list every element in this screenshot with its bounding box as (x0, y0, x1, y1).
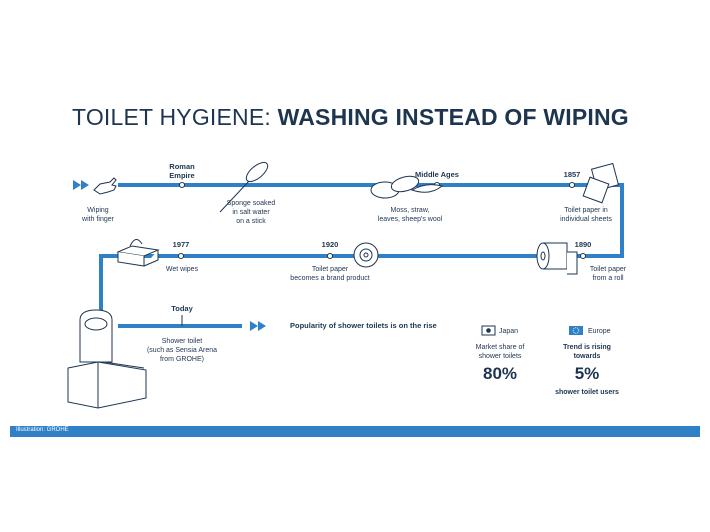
year-middle: Middle Ages (415, 170, 459, 179)
label-roman: Sponge soaked in salt water on a stick (226, 200, 276, 225)
title-light: TOILET HYGIENE: (72, 104, 271, 130)
popularity-text: Popularity of shower toilets is on the r… (290, 321, 437, 330)
shower-toilet-icon (67, 309, 147, 409)
title-bold: WASHING INSTEAD OF WIPING (277, 104, 629, 130)
milestone-dot-1920 (327, 253, 333, 259)
paper-sheets-icon (582, 162, 620, 204)
brand-roll-icon (353, 242, 379, 268)
milestone-dot-1890 (580, 253, 586, 259)
label-middle: Moss, straw, leaves, sheep's wool (377, 207, 443, 223)
sponge-stick-icon (219, 161, 269, 213)
milestone-dot-1857 (569, 182, 575, 188)
hand-icon (93, 177, 117, 195)
europe-region: Europe (588, 328, 611, 335)
start-arrows-icon (73, 180, 89, 190)
footer-bar: Illustration: GROHE (10, 426, 700, 437)
label-today: Shower toilet (such as Sensia Arena from… (146, 338, 218, 363)
year-roman: Roman Empire (169, 162, 195, 180)
label-1920: Toilet paper becomes a brand product (290, 266, 370, 282)
europe-flag-icon (569, 326, 583, 335)
end-arrows-icon (250, 321, 266, 331)
toilet-roll-icon (536, 242, 578, 275)
label-finger: Wiping with finger (82, 207, 114, 223)
year-1977: 1977 (172, 240, 190, 249)
milestone-dot-1977 (178, 253, 184, 259)
milestone-dot-roman (179, 182, 185, 188)
japan-caption: Market share of shower toilets (475, 344, 525, 360)
label-1977: Wet wipes (165, 266, 199, 273)
year-1857: 1857 (563, 170, 581, 179)
year-1890: 1890 (574, 240, 592, 249)
japan-value: 80% (482, 364, 518, 383)
year-today: Today (171, 304, 193, 313)
europe-value: 5% (574, 364, 600, 383)
timeline-path (99, 183, 624, 316)
year-1920: 1920 (321, 240, 339, 249)
label-1890: Toilet paper from a roll (589, 266, 627, 282)
wet-wipes-icon (116, 239, 160, 267)
page-title: TOILET HYGIENE: WASHING INSTEAD OF WIPIN… (72, 104, 629, 131)
japan-region: Japan (499, 328, 519, 335)
label-1857: Toilet paper in individual sheets (560, 207, 612, 223)
europe-caption: Trend is rising towards (563, 344, 611, 360)
footer-credit: Illustration: GROHE (16, 427, 69, 433)
moss-leaves-icon (370, 175, 444, 199)
japan-flag-icon (481, 325, 496, 336)
europe-sub: shower toilet users (555, 389, 619, 396)
